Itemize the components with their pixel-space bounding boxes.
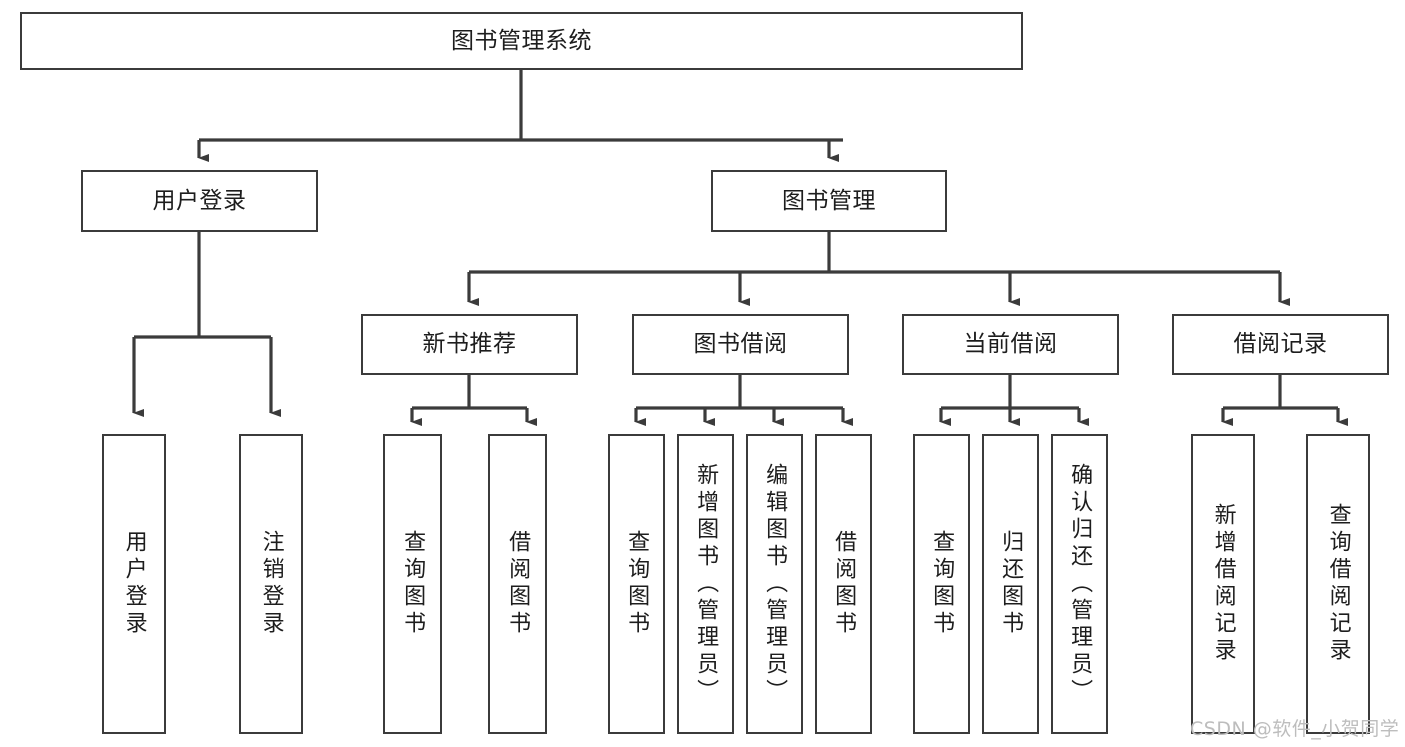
node-leaf-edit-book[interactable]: 编辑图书（管理员） [746, 434, 803, 734]
node-leaf-query-book-1[interactable]: 查询图书 [383, 434, 442, 734]
node-current-borrow-label: 当前借阅 [963, 331, 1058, 358]
node-leaf-add-book-label: 新增图书（管理员） [693, 462, 719, 706]
node-leaf-query-record[interactable]: 查询借阅记录 [1306, 434, 1370, 734]
node-leaf-borrow-book-1[interactable]: 借阅图书 [488, 434, 547, 734]
node-current-borrow[interactable]: 当前借阅 [902, 314, 1119, 375]
node-leaf-user-logout[interactable]: 注销登录 [239, 434, 303, 734]
node-borrow-record-label: 借阅记录 [1233, 331, 1328, 358]
node-user-login-label: 用户登录 [152, 187, 247, 214]
node-leaf-edit-book-label: 编辑图书（管理员） [762, 462, 788, 706]
node-system-label: 图书管理系统 [451, 27, 592, 54]
node-book-borrow[interactable]: 图书借阅 [632, 314, 849, 375]
node-new-book-recommend[interactable]: 新书推荐 [361, 314, 578, 375]
node-leaf-confirm-return-label: 确认归还（管理员） [1067, 462, 1093, 706]
node-leaf-user-login[interactable]: 用户登录 [102, 434, 166, 734]
node-leaf-borrow-book-1-label: 借阅图书 [505, 530, 531, 638]
node-leaf-query-book-2-label: 查询图书 [624, 530, 650, 638]
node-book-management-label: 图书管理 [782, 187, 876, 214]
node-leaf-borrow-book-2-label: 借阅图书 [831, 530, 857, 638]
node-system[interactable]: 图书管理系统 [20, 12, 1023, 70]
node-leaf-add-book[interactable]: 新增图书（管理员） [677, 434, 734, 734]
node-leaf-query-record-label: 查询借阅记录 [1325, 503, 1351, 665]
node-leaf-add-record[interactable]: 新增借阅记录 [1191, 434, 1255, 734]
node-borrow-record[interactable]: 借阅记录 [1172, 314, 1389, 375]
node-leaf-query-book-2[interactable]: 查询图书 [608, 434, 665, 734]
node-book-management[interactable]: 图书管理 [711, 170, 947, 232]
node-leaf-return-book-label: 归还图书 [998, 530, 1024, 638]
node-leaf-query-book-3[interactable]: 查询图书 [913, 434, 970, 734]
node-new-book-recommend-label: 新书推荐 [422, 331, 517, 358]
node-leaf-add-record-label: 新增借阅记录 [1210, 503, 1236, 665]
node-leaf-confirm-return[interactable]: 确认归还（管理员） [1051, 434, 1108, 734]
csdn-watermark: CSDN @软件_小贺同学 [1190, 718, 1400, 740]
node-leaf-borrow-book-2[interactable]: 借阅图书 [815, 434, 872, 734]
node-book-borrow-label: 图书借阅 [693, 331, 788, 358]
node-leaf-query-book-1-label: 查询图书 [400, 530, 426, 638]
node-leaf-user-logout-label: 注销登录 [258, 530, 284, 638]
node-user-login[interactable]: 用户登录 [81, 170, 318, 232]
node-leaf-query-book-3-label: 查询图书 [929, 530, 955, 638]
node-leaf-user-login-label: 用户登录 [121, 530, 147, 638]
node-leaf-return-book[interactable]: 归还图书 [982, 434, 1039, 734]
